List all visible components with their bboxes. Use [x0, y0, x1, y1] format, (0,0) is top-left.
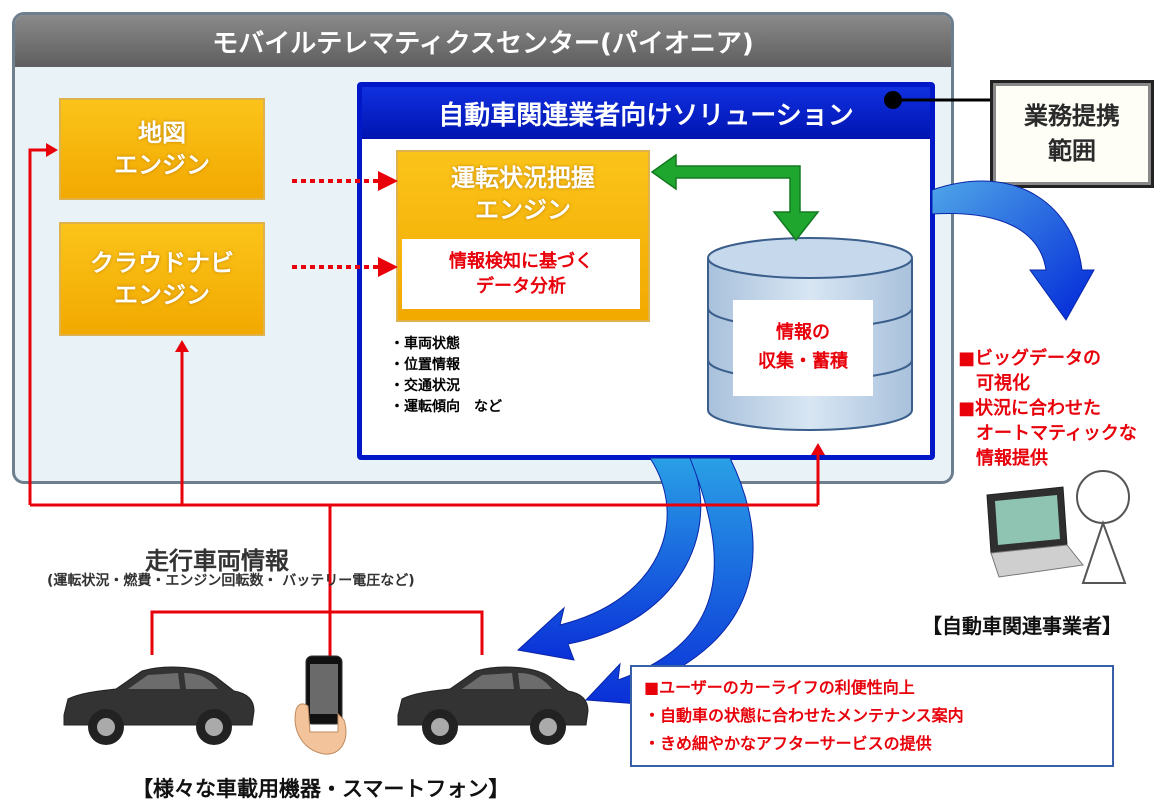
partnership-dot — [884, 91, 902, 109]
partnership-tag: 業務提携 範囲 — [990, 80, 1154, 188]
user-benefit-1: ■ユーザーのカーライフの利便性向上 — [644, 678, 915, 697]
solutions-title: 自動車関連業者向けソリューション — [362, 87, 930, 139]
user-benefits-box: ■ユーザーのカーライフの利便性向上 ・自動車の状態に合わせたメンテナンス案内 ・… — [630, 665, 1114, 767]
benefit-line-5: 情報提供 — [958, 448, 1048, 469]
to-business-arrow — [931, 180, 1095, 321]
driving-engine-line2: エンジン — [475, 196, 571, 225]
map-engine-line1: 地図 — [138, 118, 186, 147]
collection-line2: 収集・蓄積 — [758, 351, 848, 372]
devices-label: 【様々な車載用機器・スマートフォン】 — [132, 777, 510, 801]
map-engine-box: 地図 エンジン — [59, 98, 265, 200]
business-user-icon — [986, 470, 1130, 584]
driving-engine-line1: 運転状況把握 — [451, 164, 595, 192]
cloud-navi-line2: エンジン — [114, 281, 210, 309]
cloud-navi-engine-box: クラウドナビ エンジン — [59, 222, 265, 336]
vehicle-data-bullets: ・車両状態 ・位置情報 ・交通状況 ・運転傾向 など — [390, 334, 502, 418]
car-icon-left — [63, 666, 255, 745]
benefit-line-3: ■状況に合わせた — [958, 398, 1102, 419]
partnership-line2: 範囲 — [1048, 137, 1096, 165]
analysis-line2: データ分析 — [476, 276, 566, 297]
user-benefit-3: ・きめ細やかなアフターサービスの提供 — [644, 734, 932, 753]
to-car-arrow-1 — [516, 457, 702, 661]
benefit-line-1: ■ビッグデータの — [958, 348, 1102, 369]
smartphone-icon — [294, 655, 347, 755]
bullet-traffic: ・交通状況 — [390, 378, 460, 394]
collection-label: 情報の 収集・蓄積 — [733, 300, 873, 396]
partnership-line1: 業務提携 — [1024, 102, 1120, 131]
map-to-driving-arrowhead — [378, 171, 398, 191]
bullet-location: ・位置情報 — [390, 357, 460, 373]
business-label: 【自動車関連事業者】 — [922, 614, 1122, 638]
user-benefit-2: ・自動車の状態に合わせたメンテナンス案内 — [644, 706, 964, 725]
vehicle-info-title: 走行車両情報 — [145, 547, 289, 575]
feed-to-map-line — [28, 148, 48, 505]
devices-bracket — [150, 610, 484, 655]
business-benefits: ■ビッグデータの 可視化 ■状況に合わせた オートマティックな 情報提供 — [958, 346, 1137, 471]
benefit-line-4: オートマティックな — [958, 423, 1137, 444]
benefit-line-2: 可視化 — [958, 373, 1030, 394]
bullet-vehicle-state: ・車両状態 — [390, 336, 460, 352]
cloud-navi-line1: クラウドナビ — [90, 248, 234, 277]
bullet-driving-tendency: ・運転傾向 など — [390, 399, 502, 415]
map-engine-line2: エンジン — [114, 151, 210, 179]
cloud-to-driving-arrowhead — [378, 257, 398, 277]
car-icon-right — [397, 666, 589, 745]
driving-db-arrow — [650, 153, 820, 242]
vehicle-info-subtitle: (運転状況・燃費・エンジン回転数・ バッテリー電圧など) — [47, 573, 415, 589]
center-title: モバイルテレマティクスセンター(パイオニア) — [15, 15, 951, 67]
data-analysis-box: 情報検知に基づく データ分析 — [402, 239, 640, 309]
collection-line1: 情報の — [776, 322, 830, 344]
analysis-line1: 情報検知に基づく — [449, 250, 593, 272]
